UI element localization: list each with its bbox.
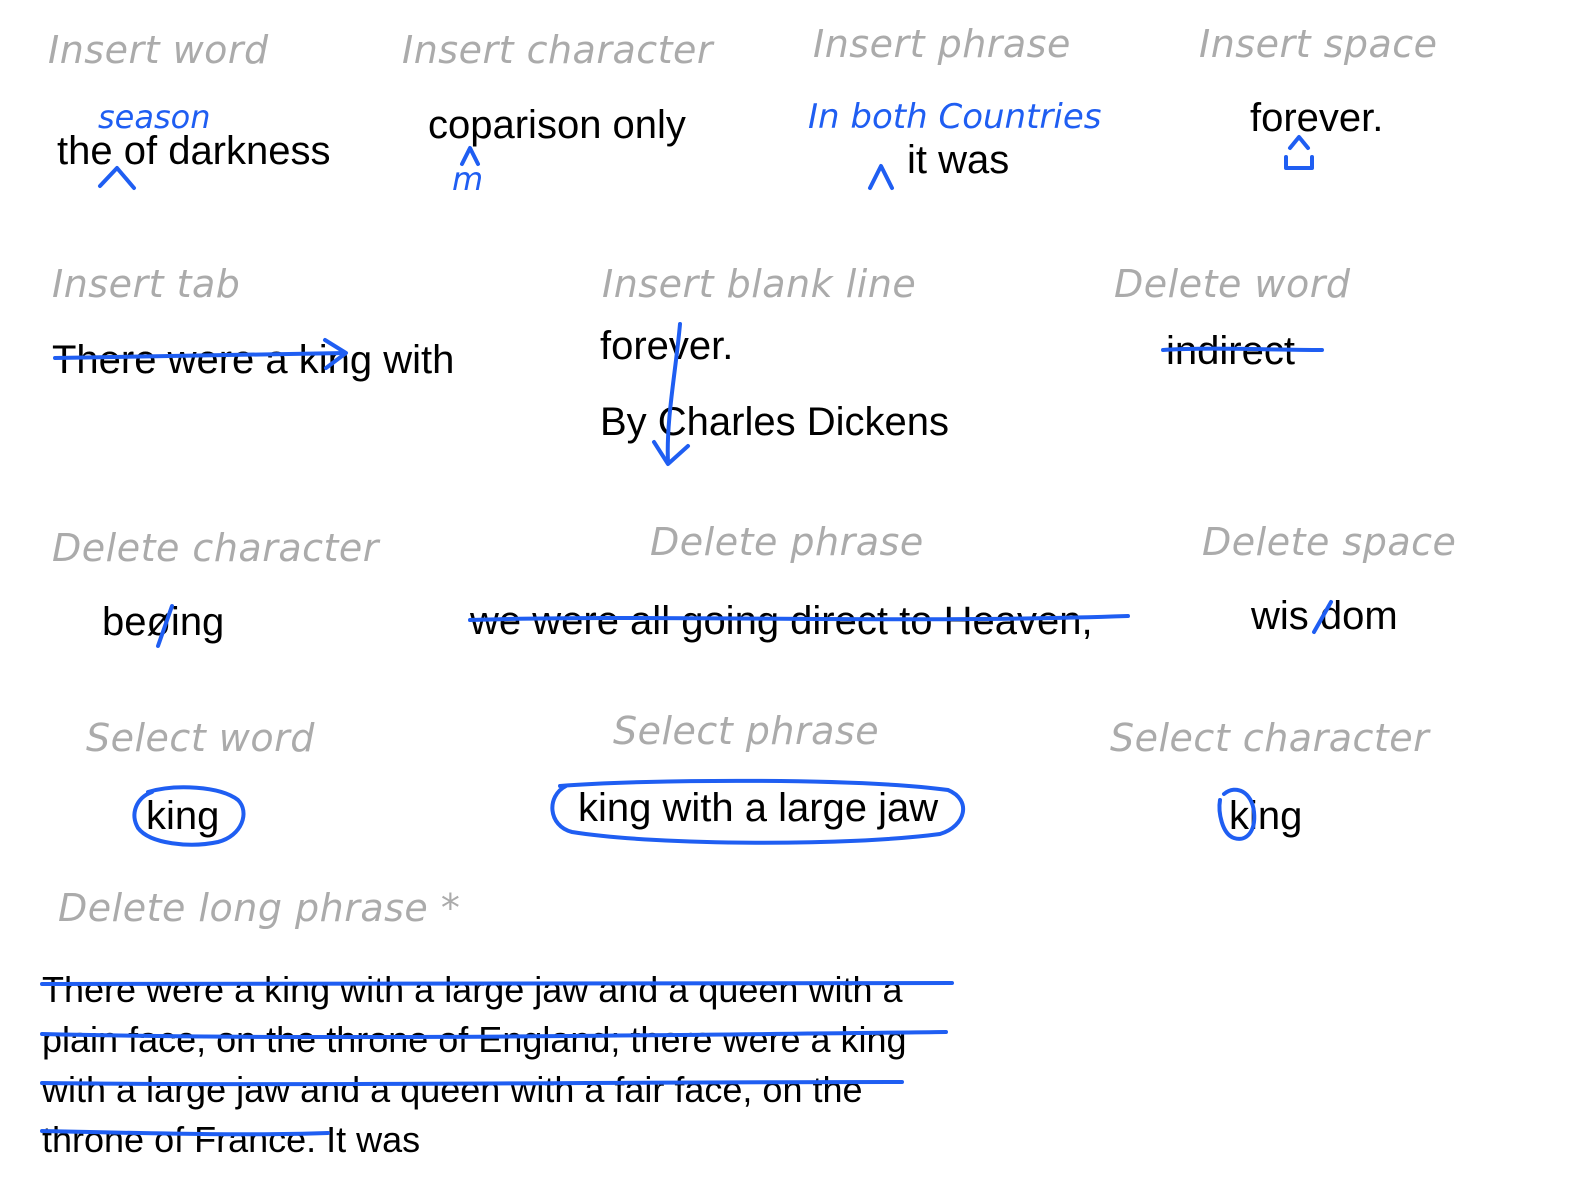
select-character-text: king [1229,794,1303,838]
insert-phrase-caret [868,164,894,190]
select-word-label: Select word [86,716,315,760]
delete-long-phrase-label: Delete long phrase * [58,886,461,930]
delete-space-text: wis dom [1251,594,1398,638]
insert-character-handwriting: m [452,160,484,198]
blank-line-arrowhead [652,440,690,466]
insert-character-text: coparison only [428,103,686,147]
delete-word-label: Delete word [1114,262,1351,306]
long-phrase-line: throne of France. It was [42,1119,421,1160]
delete-space-label: Delete space [1202,520,1457,564]
select-character-label: Select character [1110,716,1430,760]
long-phrase-line: There were a king with a large jaw and a… [42,969,903,1010]
long-phrase-line: plain face, on the throne of England; th… [42,1019,907,1060]
insert-tab-text: There were a king with [52,338,455,382]
delete-character-text: beøing [102,600,225,644]
select-phrase-label: Select phrase [613,709,880,753]
delete-word-text: indirect [1166,329,1295,373]
delete-long-phrase-text: There were a king with a large jaw and a… [42,965,972,1165]
insert-tab-label: Insert tab [52,262,241,306]
insert-word-handwriting: season [98,98,211,136]
long-phrase-line: with a large jaw and a queen with a fair… [42,1069,863,1110]
delete-phrase-text: we were all going direct to Heaven, [470,599,1093,643]
insert-blank-line-text-1: forever. [600,324,734,368]
insert-word-label: Insert word [48,28,269,72]
insert-space-label: Insert space [1199,22,1438,66]
insert-phrase-text: it was [907,138,1010,182]
insert-space-bracket [1284,155,1314,170]
insert-blank-line-label: Insert blank line [602,262,917,306]
select-phrase-text: king with a large jaw [578,786,939,830]
insert-blank-line-text-2: By Charles Dickens [600,400,950,444]
insert-space-text: forever. [1250,96,1384,140]
insert-word-text: the of darkness [57,129,331,173]
insert-character-label: Insert character [402,28,714,72]
insert-phrase-label: Insert phrase [813,22,1071,66]
select-word-text: king [146,794,220,838]
delete-phrase-label: Delete phrase [650,520,924,564]
delete-character-label: Delete character [52,526,379,570]
insert-phrase-handwriting: In both Countries [808,97,1102,137]
